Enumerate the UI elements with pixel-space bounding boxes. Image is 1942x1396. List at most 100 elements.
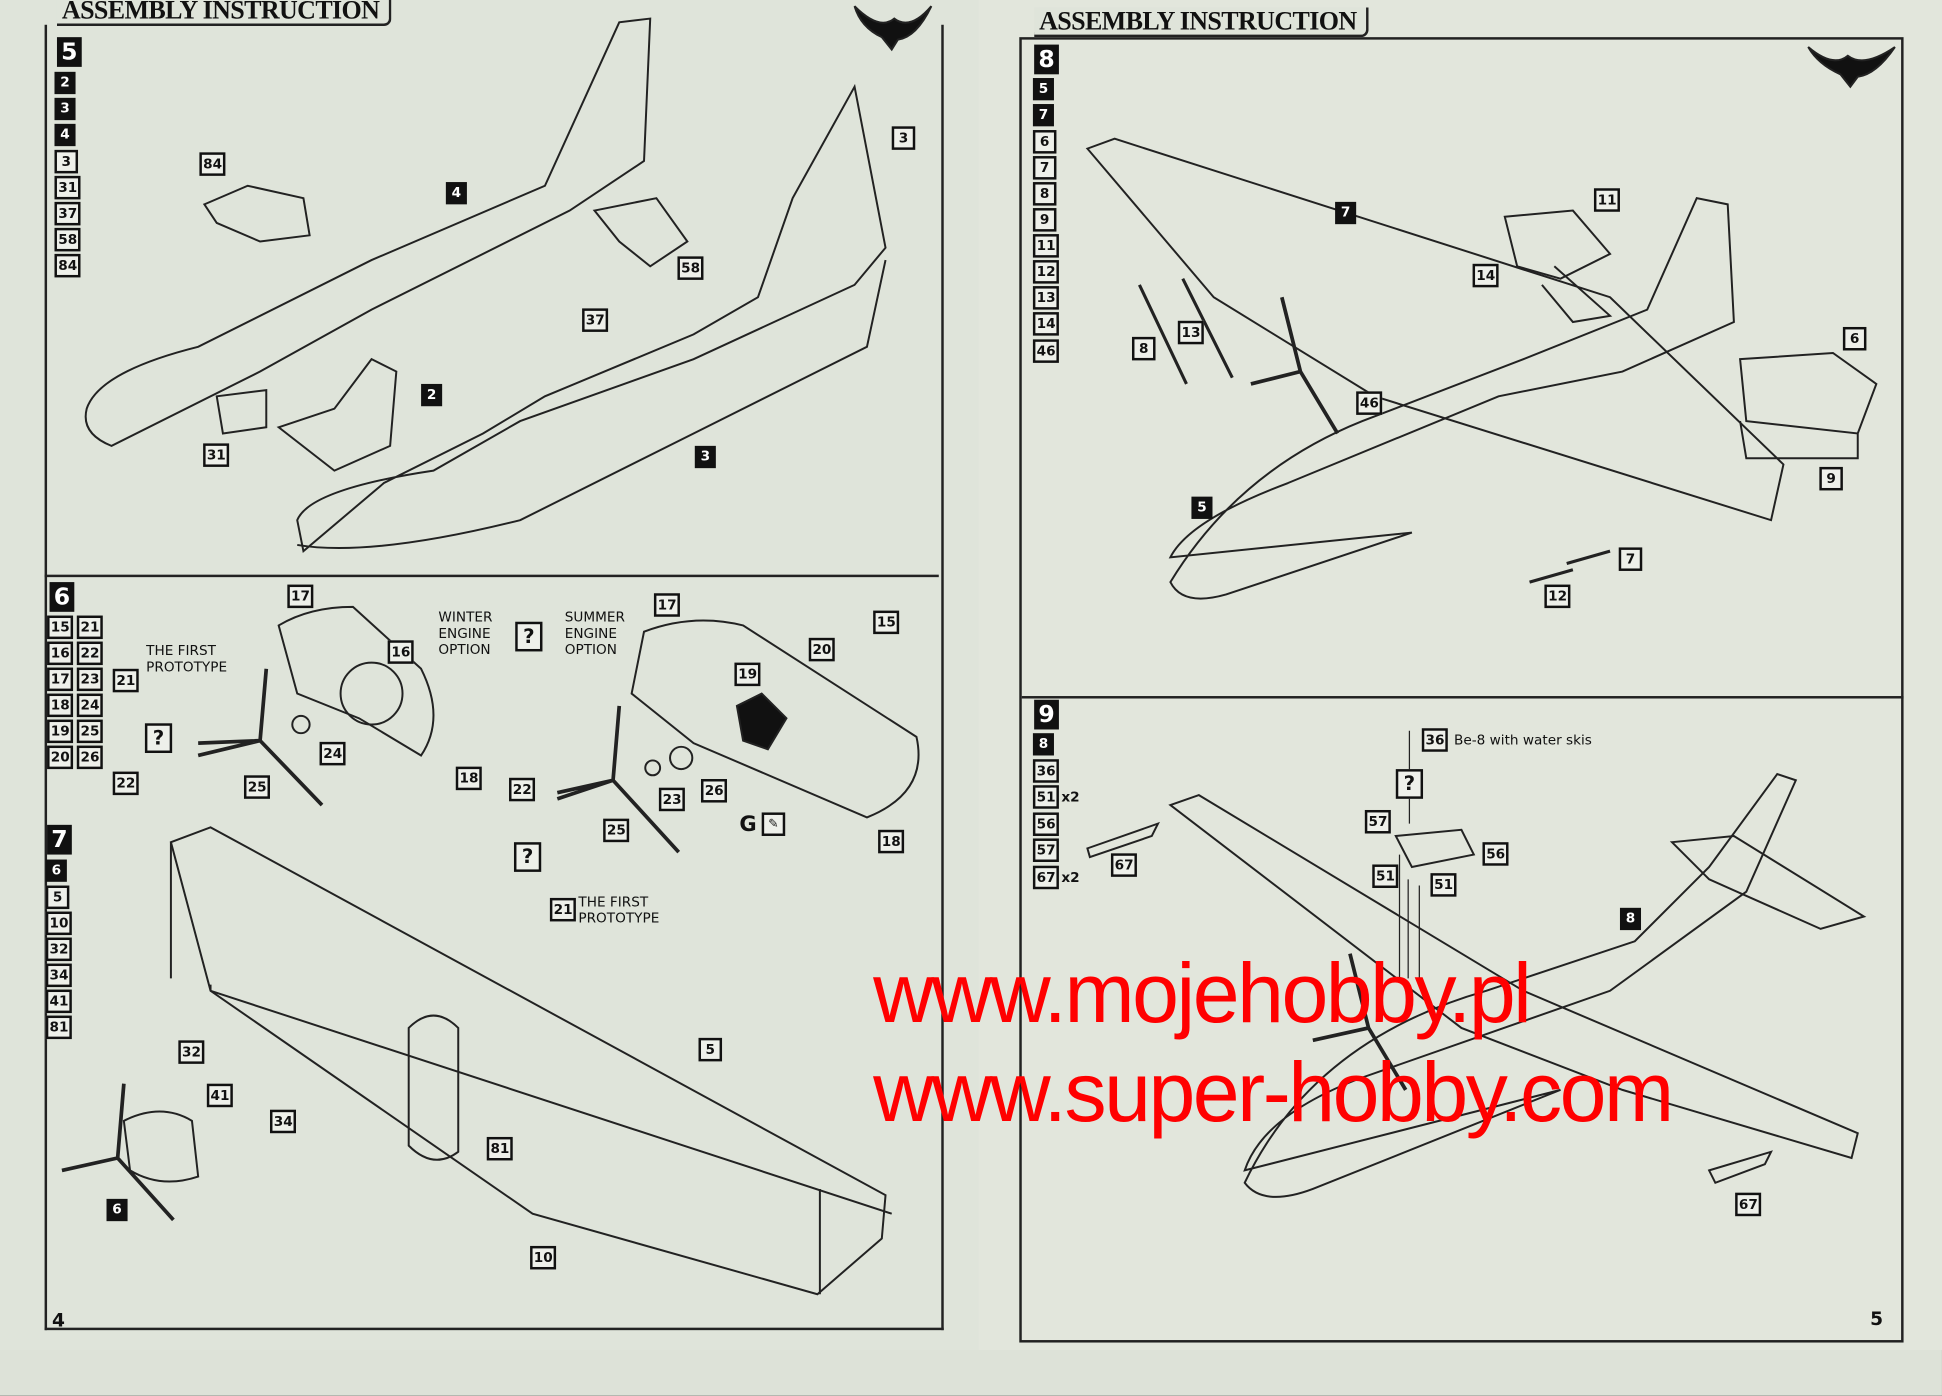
quantity-label: x2: [1061, 788, 1080, 806]
callout: 25: [243, 775, 271, 799]
callout: 26: [700, 779, 728, 803]
paint-brush-icon: ✎: [761, 812, 786, 836]
struts: [1138, 277, 1611, 584]
callout: 17: [653, 593, 681, 617]
callout: 17: [287, 584, 314, 609]
part-label: 57: [1032, 838, 1060, 862]
callout: 25: [603, 818, 630, 843]
callout: 16: [387, 640, 415, 664]
engine-cowling-right: [630, 619, 920, 819]
part-label: 8: [1032, 733, 1054, 756]
watermark: www.mojehobby.pl www.super-hobby.com: [873, 946, 1674, 1140]
wing-step8: [1085, 137, 1785, 522]
callout: 5: [698, 1037, 723, 1062]
callout: 7: [1335, 201, 1357, 225]
callout: 11: [1593, 188, 1621, 212]
propeller: [61, 1083, 175, 1222]
engine-face: [339, 661, 404, 726]
part-label: 11: [1032, 234, 1060, 258]
callout: 21: [549, 897, 577, 922]
spinner-washer: [291, 714, 311, 735]
callout: 56: [1482, 842, 1509, 866]
part-56: [1394, 828, 1476, 869]
callout: 51: [1430, 873, 1457, 897]
tailplane: [1669, 834, 1867, 930]
callout: 6: [106, 1198, 128, 1222]
callout: 58: [677, 256, 704, 280]
cockpit-parts: [215, 357, 398, 472]
page-header: ASSEMBLY INSTRUCTION: [1034, 7, 1369, 38]
callout: 20: [808, 637, 836, 662]
callout: 9: [1819, 466, 1843, 491]
assembly-arrows: [169, 842, 821, 1295]
engine-part-black: [735, 692, 788, 751]
part-label: 7: [1032, 156, 1057, 180]
callout: 34: [269, 1109, 297, 1134]
callout: 15: [873, 610, 900, 635]
wingtip-lights-67: [1086, 821, 1773, 1185]
callout: 36: [1421, 728, 1449, 752]
page-number: 4: [52, 1309, 65, 1332]
stabilizer-11: [1503, 209, 1613, 324]
part-label: 21: [76, 615, 104, 640]
part-label: 2: [54, 71, 76, 95]
part-label: 25: [76, 719, 104, 744]
callout: 22: [509, 777, 536, 802]
part-label: 6: [45, 859, 67, 882]
canopy-84: [202, 184, 311, 243]
left-page: [0, 0, 979, 1350]
part-label: 56: [1032, 812, 1060, 836]
callout: 22: [112, 771, 140, 796]
washer-23: [644, 759, 662, 777]
part-label: 36: [1032, 759, 1060, 783]
engine-cowling-left: [277, 605, 435, 757]
page-number: 5: [1870, 1307, 1884, 1331]
part-label: 67: [1032, 865, 1060, 890]
step-number: 7: [47, 824, 72, 855]
callout: 21: [112, 668, 140, 693]
propeller: [556, 705, 681, 854]
fuselage-step8: [1168, 197, 1735, 600]
callout: 41: [206, 1083, 234, 1108]
part-label: 16: [47, 641, 74, 666]
divider: [1021, 696, 1904, 699]
callout: 23: [658, 787, 686, 812]
right-frame: [1019, 37, 1904, 1343]
right-page: [978, 0, 1942, 1350]
part-58: [592, 197, 689, 268]
part-label: 3: [54, 149, 79, 174]
callout: 8: [1619, 907, 1642, 931]
part-label: 5: [1032, 78, 1054, 101]
part-label: 81: [45, 1015, 73, 1040]
part-label: 22: [76, 641, 104, 666]
step-number: 8: [1034, 44, 1059, 75]
part-label: 46: [1032, 339, 1060, 363]
callout: 8: [1131, 336, 1156, 361]
part-label: 84: [54, 253, 81, 278]
callout: 51: [1372, 864, 1399, 889]
step-number: 6: [49, 582, 75, 612]
stabilizer-6: [1739, 351, 1878, 460]
fuselage-half-right: [296, 83, 887, 553]
part-label: 7: [1032, 104, 1054, 127]
callout: 18: [878, 829, 905, 854]
assembly-lines: [1398, 730, 1420, 979]
callout: 12: [1544, 584, 1571, 609]
callout: 31: [203, 443, 230, 467]
wing-part: [169, 826, 887, 1296]
propeller: [197, 668, 324, 807]
left-frame: [44, 24, 944, 1331]
option-choice-icon: ?: [513, 842, 542, 872]
part-label: 15: [47, 615, 74, 640]
part-label: 9: [1032, 208, 1057, 232]
propeller-engine-6: [122, 1110, 200, 1183]
part-label: 4: [54, 123, 76, 147]
fuselage-half-left: [84, 17, 652, 447]
divider: [44, 574, 939, 578]
part-label: 12: [1032, 260, 1060, 284]
first-prototype-label: THE FIRST PROTOTYPE: [578, 894, 660, 927]
callout: 24: [319, 741, 346, 766]
quantity-label: x2: [1061, 869, 1080, 886]
part-label: 17: [47, 667, 74, 692]
